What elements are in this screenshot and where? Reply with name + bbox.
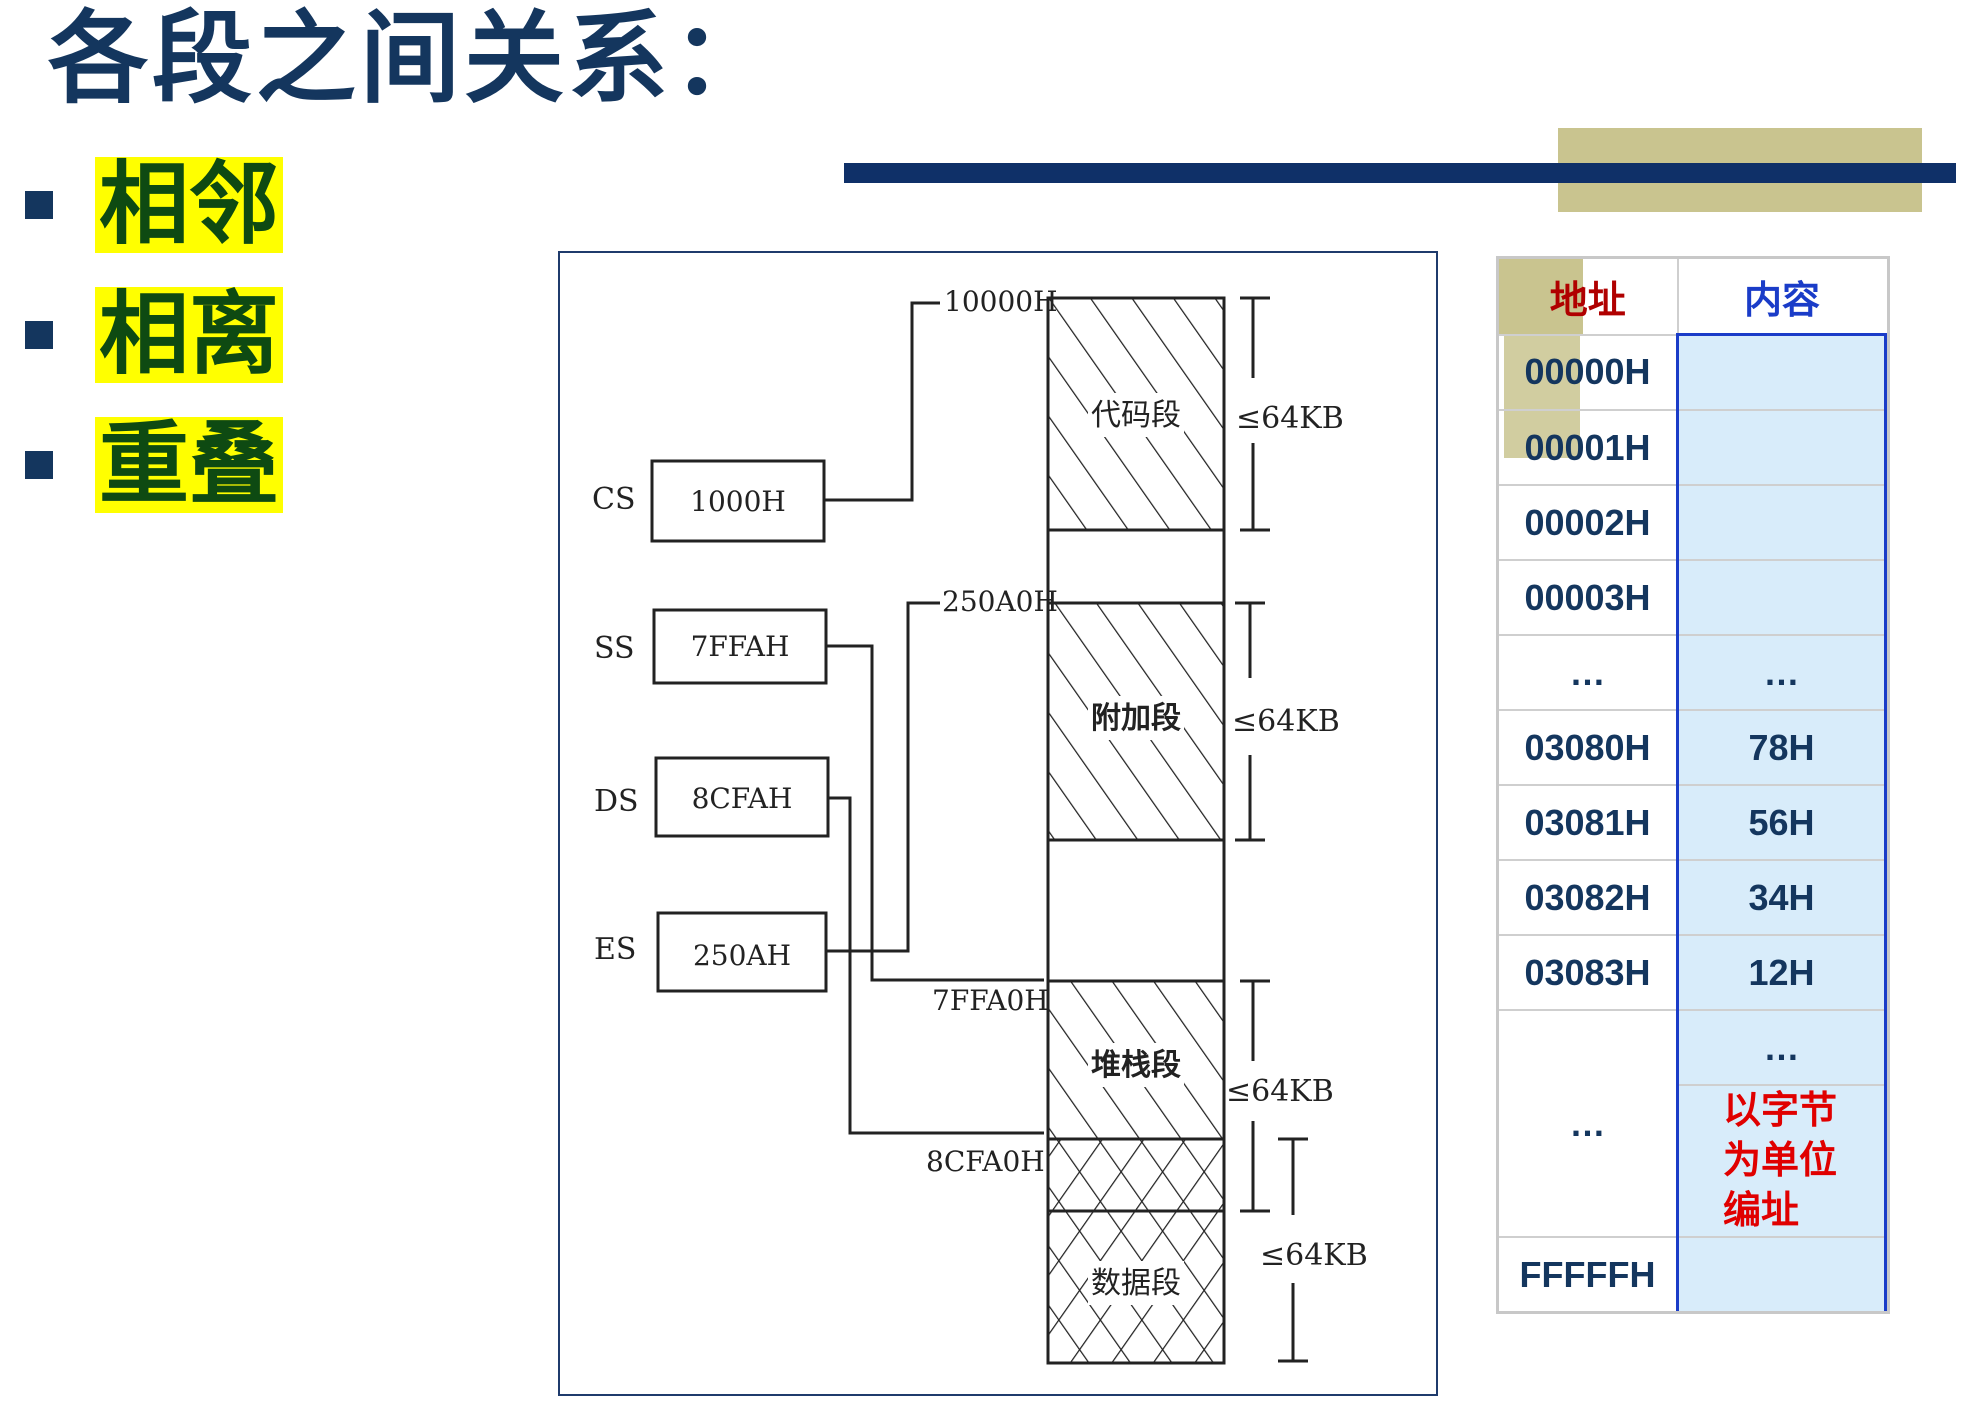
size-label-stack: ≤64KB <box>1226 1074 1334 1109</box>
cell-address: 00003H <box>1499 559 1679 635</box>
cell-address-ellipsis: … <box>1499 1009 1679 1237</box>
segment-diagram-svg: 代码段 附加段 堆栈段 数据段 CS 1000H SS 7FFAH DS 8CF… <box>592 285 1368 1365</box>
bullet-square-icon <box>25 451 53 479</box>
table-row: 00002H <box>1499 484 1887 560</box>
connector-lines <box>824 301 1044 1135</box>
bullet-item: 相邻 <box>25 140 283 270</box>
cell-content-last <box>1676 1236 1887 1311</box>
cell-content-ellipsis: … <box>1676 1009 1887 1085</box>
table-row: 00001H <box>1499 409 1887 485</box>
register-box-cs <box>650 459 826 543</box>
table-row: 03082H 34H <box>1499 859 1887 935</box>
cell-address: 00002H <box>1499 484 1679 560</box>
register-value-ss: 7FFAH <box>691 630 790 663</box>
segment-label-code: 代码段 <box>1091 398 1181 433</box>
register-value-cs: 1000H <box>690 485 786 518</box>
register-name-ss: SS <box>594 631 635 666</box>
register-box-es <box>656 911 828 993</box>
cell-address-last: FFFFFH <box>1499 1236 1679 1311</box>
cell-content <box>1676 333 1887 410</box>
size-label-extra: ≤64KB <box>1232 704 1340 739</box>
address-label-data: 8CFA0H <box>926 1145 1045 1178</box>
bullet-label-overlap: 重叠 <box>95 417 283 513</box>
register-name-ds: DS <box>594 784 639 819</box>
cell-note: 以字节 为单位 编址 <box>1676 1084 1887 1237</box>
segment-diagram: 代码段 附加段 堆栈段 数据段 CS 1000H SS 7FFAH DS 8CF… <box>558 251 1438 1396</box>
cell-content: … <box>1676 634 1887 710</box>
note-line: 编址 <box>1723 1190 1800 1232</box>
address-label-code: 10000H <box>944 285 1058 318</box>
header-content: 内容 <box>1677 259 1886 336</box>
register-value-es: 250AH <box>693 939 791 972</box>
cell-address: 03081H <box>1499 784 1679 860</box>
cell-content: 12H <box>1676 934 1887 1010</box>
address-label-extra: 250A0H <box>942 585 1058 618</box>
table-row: … … <box>1499 634 1887 710</box>
segment-label-extra: 附加段 <box>1091 701 1181 736</box>
table-row: 03081H 56H <box>1499 784 1887 860</box>
table-row: 03080H 78H <box>1499 709 1887 785</box>
table-row: … … <box>1499 1009 1887 1237</box>
segment-label-stack: 堆栈段 <box>1091 1048 1181 1083</box>
register-name-cs: CS <box>592 482 636 517</box>
memory-table-header: 地址 内容 <box>1499 259 1886 336</box>
note-line: 为单位 <box>1723 1140 1838 1182</box>
page-title: 各段之间关系： <box>48 0 776 117</box>
segment-label-data: 数据段 <box>1091 1266 1181 1301</box>
table-row: 00000H <box>1499 333 1887 410</box>
bullet-square-icon <box>25 321 53 349</box>
table-row: 03083H 12H <box>1499 934 1887 1010</box>
overlap-region <box>1046 1137 1226 1213</box>
cell-address: … <box>1499 634 1679 710</box>
bullet-label-separate: 相离 <box>95 287 283 383</box>
memory-table: 地址 内容 00000H 00001H 00002H 00003H … … 03… <box>1496 256 1890 1314</box>
cell-address: 00000H <box>1499 333 1679 410</box>
note-line: 以字节 <box>1723 1090 1838 1132</box>
cell-content <box>1676 409 1887 485</box>
cell-address: 03082H <box>1499 859 1679 935</box>
cell-address: 03083H <box>1499 934 1679 1010</box>
bullet-label-adjacent: 相邻 <box>95 157 283 253</box>
table-row: 00003H <box>1499 559 1887 635</box>
size-label-code: ≤64KB <box>1236 401 1344 436</box>
register-box-ss <box>652 608 828 685</box>
cell-address: 00001H <box>1499 409 1679 485</box>
decor-navy-line <box>844 163 1956 183</box>
cell-content <box>1676 484 1887 560</box>
cell-content: 78H <box>1676 709 1887 785</box>
bullet-square-icon <box>25 191 53 219</box>
cell-address: 03080H <box>1499 709 1679 785</box>
cell-content: 34H <box>1676 859 1887 935</box>
register-value-ds: 8CFAH <box>692 782 793 815</box>
bullet-item: 重叠 <box>25 400 283 530</box>
bullet-item: 相离 <box>25 270 283 400</box>
size-label-data: ≤64KB <box>1260 1238 1368 1273</box>
register-name-es: ES <box>594 932 636 967</box>
cell-content <box>1676 559 1887 635</box>
size-brackets <box>1235 296 1308 1363</box>
cell-content: 56H <box>1676 784 1887 860</box>
address-label-stack: 7FFA0H <box>932 984 1049 1017</box>
bullet-list: 相邻 相离 重叠 <box>25 140 283 530</box>
table-row: FFFFFH <box>1499 1236 1887 1311</box>
header-address: 地址 <box>1499 259 1679 335</box>
